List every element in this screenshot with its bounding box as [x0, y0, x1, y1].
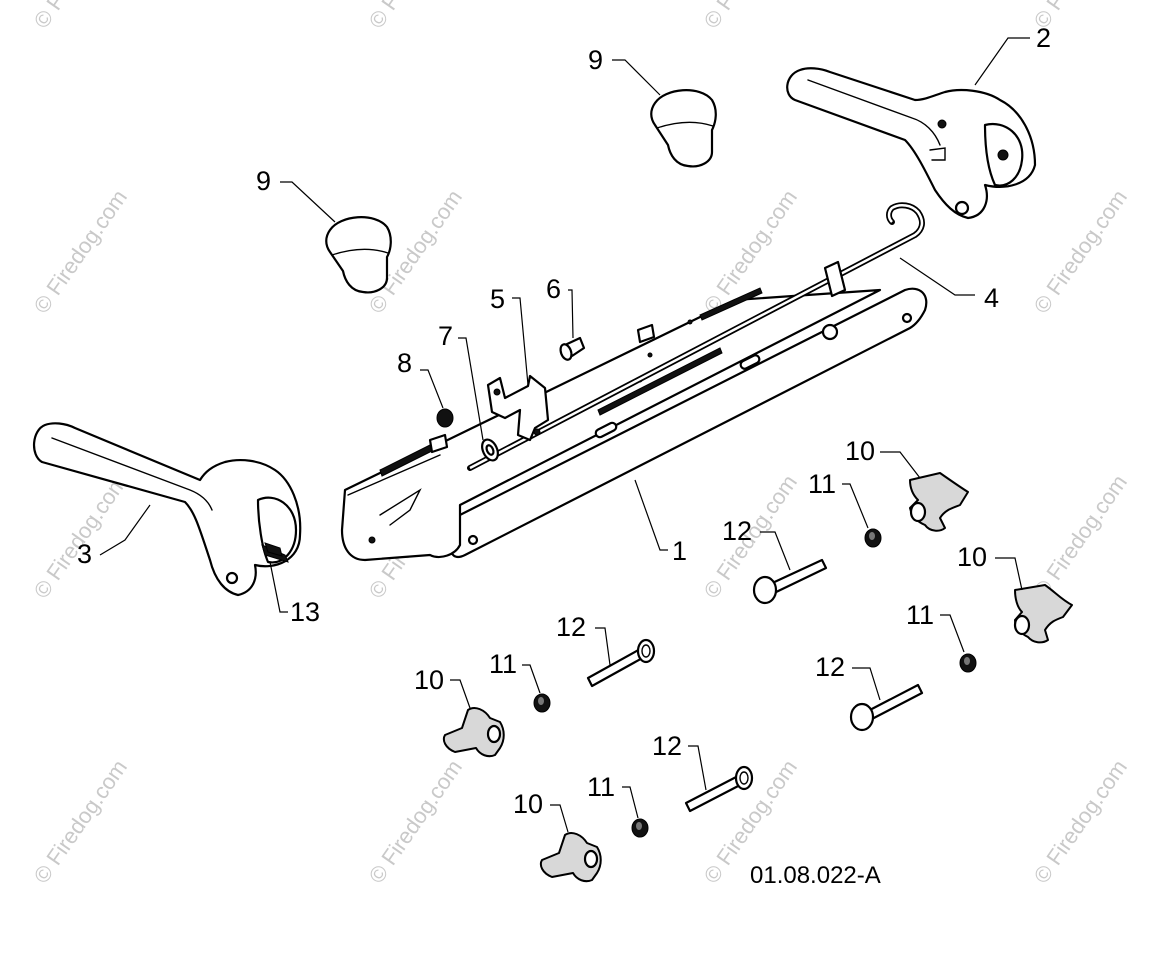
callout-8: 8	[397, 348, 412, 378]
callout-10: 10	[513, 789, 543, 819]
watermark: © Firedog.com	[29, 0, 132, 33]
part-rod	[467, 202, 925, 471]
part-carriage-bolt	[586, 638, 656, 688]
part-knob	[325, 216, 392, 294]
watermark: © Firedog.com	[29, 755, 132, 888]
watermark: © Firedog.com	[364, 0, 467, 33]
part-knob	[650, 89, 717, 168]
part-carriage-bolt	[849, 683, 924, 732]
callout-12: 12	[722, 516, 752, 546]
watermark: © Firedog.com	[29, 185, 132, 318]
part-star-knob	[1013, 584, 1073, 644]
watermark: © Firedog.com	[699, 0, 802, 33]
part-base-plate	[340, 287, 928, 562]
callout-5: 5	[490, 284, 505, 314]
callout-labels: 1 2 3 4 5 6 7 8 9 9 10 10 10 10 11 11 11…	[77, 23, 1051, 819]
callout-6: 6	[546, 274, 561, 304]
callout-10: 10	[414, 665, 444, 695]
part-lock-nut	[631, 818, 649, 838]
part-washer	[481, 438, 499, 462]
part-clip	[264, 542, 283, 557]
watermark: © Firedog.com	[1029, 185, 1132, 318]
callout-2: 2	[1036, 23, 1051, 53]
callout-7: 7	[438, 321, 453, 351]
part-lock-nut	[959, 653, 977, 673]
callout-1: 1	[672, 536, 687, 566]
callout-4: 4	[984, 283, 999, 313]
callout-11: 11	[489, 649, 517, 679]
part-lock-nut	[864, 528, 882, 548]
callout-10: 10	[845, 436, 875, 466]
part-carriage-bolt	[752, 558, 828, 605]
callout-9: 9	[256, 166, 271, 196]
watermark: © Firedog.com	[364, 755, 467, 888]
part-handle-right	[786, 67, 1037, 220]
part-bolt	[559, 336, 586, 361]
callout-12: 12	[652, 731, 682, 761]
callout-12: 12	[556, 612, 586, 642]
callout-10: 10	[957, 542, 987, 572]
part-nut	[436, 408, 454, 428]
part-lock-nut	[533, 693, 551, 713]
callout-11: 11	[808, 469, 836, 499]
leader-lines	[99, 37, 1030, 833]
watermark: © Firedog.com	[1029, 755, 1132, 888]
part-carriage-bolt	[684, 765, 754, 813]
callout-11: 11	[587, 772, 615, 802]
drawing-reference-id: 01.08.022-A	[750, 862, 881, 889]
callout-9: 9	[588, 45, 603, 75]
part-bracket	[486, 374, 550, 442]
callout-13: 13	[290, 597, 320, 627]
callout-3: 3	[77, 539, 92, 569]
callout-12: 12	[815, 652, 845, 682]
watermark: © Firedog.com	[1029, 470, 1132, 603]
callout-11: 11	[906, 600, 934, 630]
watermark: © Firedog.com	[29, 470, 132, 603]
part-star-knob	[442, 707, 505, 758]
part-star-knob	[909, 472, 969, 532]
part-handle-left	[33, 422, 302, 597]
part-star-knob	[539, 832, 602, 883]
